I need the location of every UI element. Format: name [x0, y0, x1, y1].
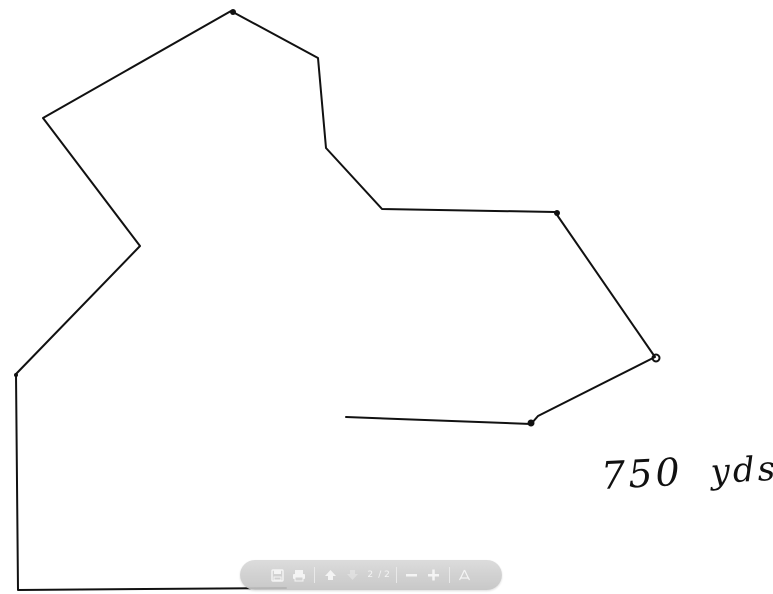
pdf-toolbar: / 2: [240, 560, 502, 590]
acrobat-icon[interactable]: [456, 566, 474, 584]
zoom-in-icon[interactable]: [425, 566, 443, 584]
save-icon[interactable]: [268, 566, 286, 584]
page-up-icon[interactable]: [321, 566, 339, 584]
page-indicator: / 2: [365, 569, 390, 581]
vertex-marker: [527, 419, 535, 427]
toolbar-divider: [448, 567, 450, 583]
distance-value: 750: [600, 449, 684, 498]
page-total: / 2: [378, 570, 390, 580]
vertex-marker: [230, 9, 236, 15]
vertex-marker: [14, 373, 18, 377]
toolbar-divider: [395, 567, 397, 583]
vertex-marker: [651, 353, 661, 363]
page-number-input[interactable]: [365, 569, 376, 581]
boundary-outline: [15, 10, 656, 591]
print-icon[interactable]: [290, 566, 308, 584]
zoom-out-icon[interactable]: [403, 566, 421, 584]
distance-unit: yds: [709, 448, 773, 493]
toolbar-divider: [314, 567, 316, 583]
distance-annotation: 750 yds: [600, 445, 773, 498]
page-down-icon[interactable]: [343, 566, 361, 584]
vertex-marker: [554, 210, 560, 216]
